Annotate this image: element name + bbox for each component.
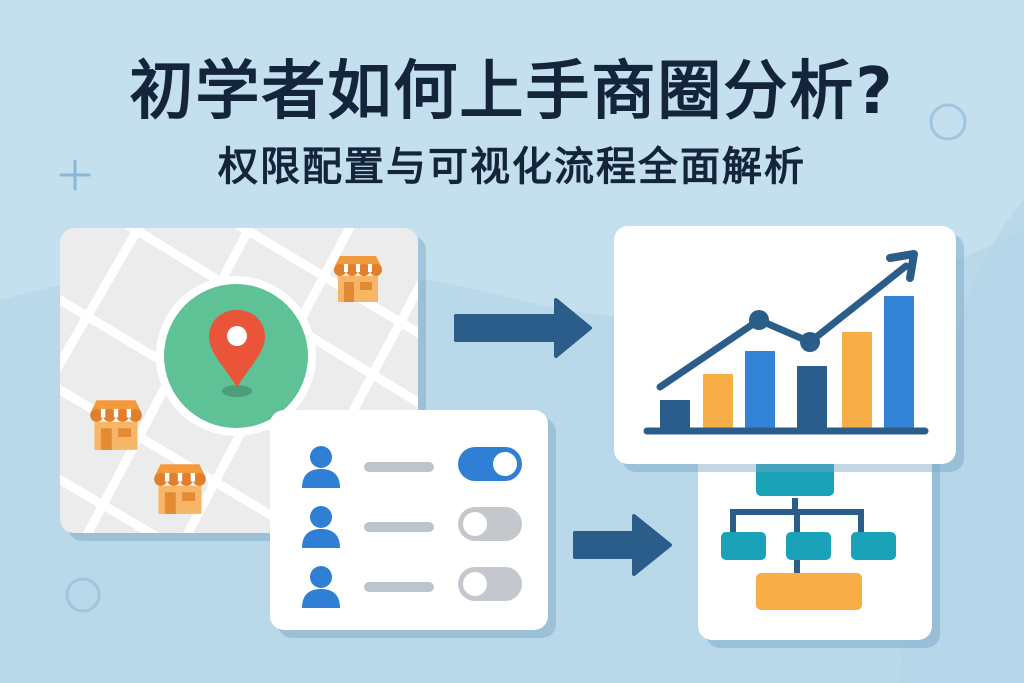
permission-label-placeholder [364, 522, 434, 532]
toggle-knob [493, 452, 517, 476]
user-icon [302, 506, 340, 548]
flow-node-root [756, 460, 834, 496]
permission-toggle[interactable] [458, 567, 522, 601]
bar-line-chart [643, 250, 929, 435]
flow-node-leaf [756, 573, 862, 610]
permission-row [270, 564, 548, 614]
circle-decoration-icon [65, 577, 101, 613]
permission-row [270, 504, 548, 554]
location-pin-icon[interactable] [206, 308, 268, 400]
toggle-knob [463, 572, 487, 596]
shop-icon[interactable] [88, 396, 144, 452]
arrow-right-icon [573, 514, 672, 576]
arrow-right-icon [454, 298, 592, 358]
permission-toggle[interactable] [458, 507, 522, 541]
permission-toggle[interactable] [458, 447, 522, 481]
plus-decoration-icon [59, 159, 91, 191]
permission-label-placeholder [364, 462, 434, 472]
shop-icon[interactable] [152, 460, 208, 516]
permission-row [270, 444, 548, 494]
flow-node-child [786, 532, 831, 560]
toggle-knob [463, 512, 487, 536]
user-icon [302, 446, 340, 488]
flow-node-child [851, 532, 896, 560]
user-icon [302, 566, 340, 608]
flow-node-child [721, 532, 766, 560]
page-title: 初学者如何上手商圈分析? [129, 55, 895, 129]
page-subtitle: 权限配置与可视化流程全面解析 [218, 144, 806, 190]
flow-diagram [721, 460, 896, 610]
permission-label-placeholder [364, 582, 434, 592]
permissions-panel [270, 410, 548, 630]
chart-panel [614, 226, 956, 464]
shop-icon[interactable] [332, 252, 384, 304]
circle-decoration-icon [929, 103, 967, 141]
flow-diagram-panel [698, 440, 932, 640]
